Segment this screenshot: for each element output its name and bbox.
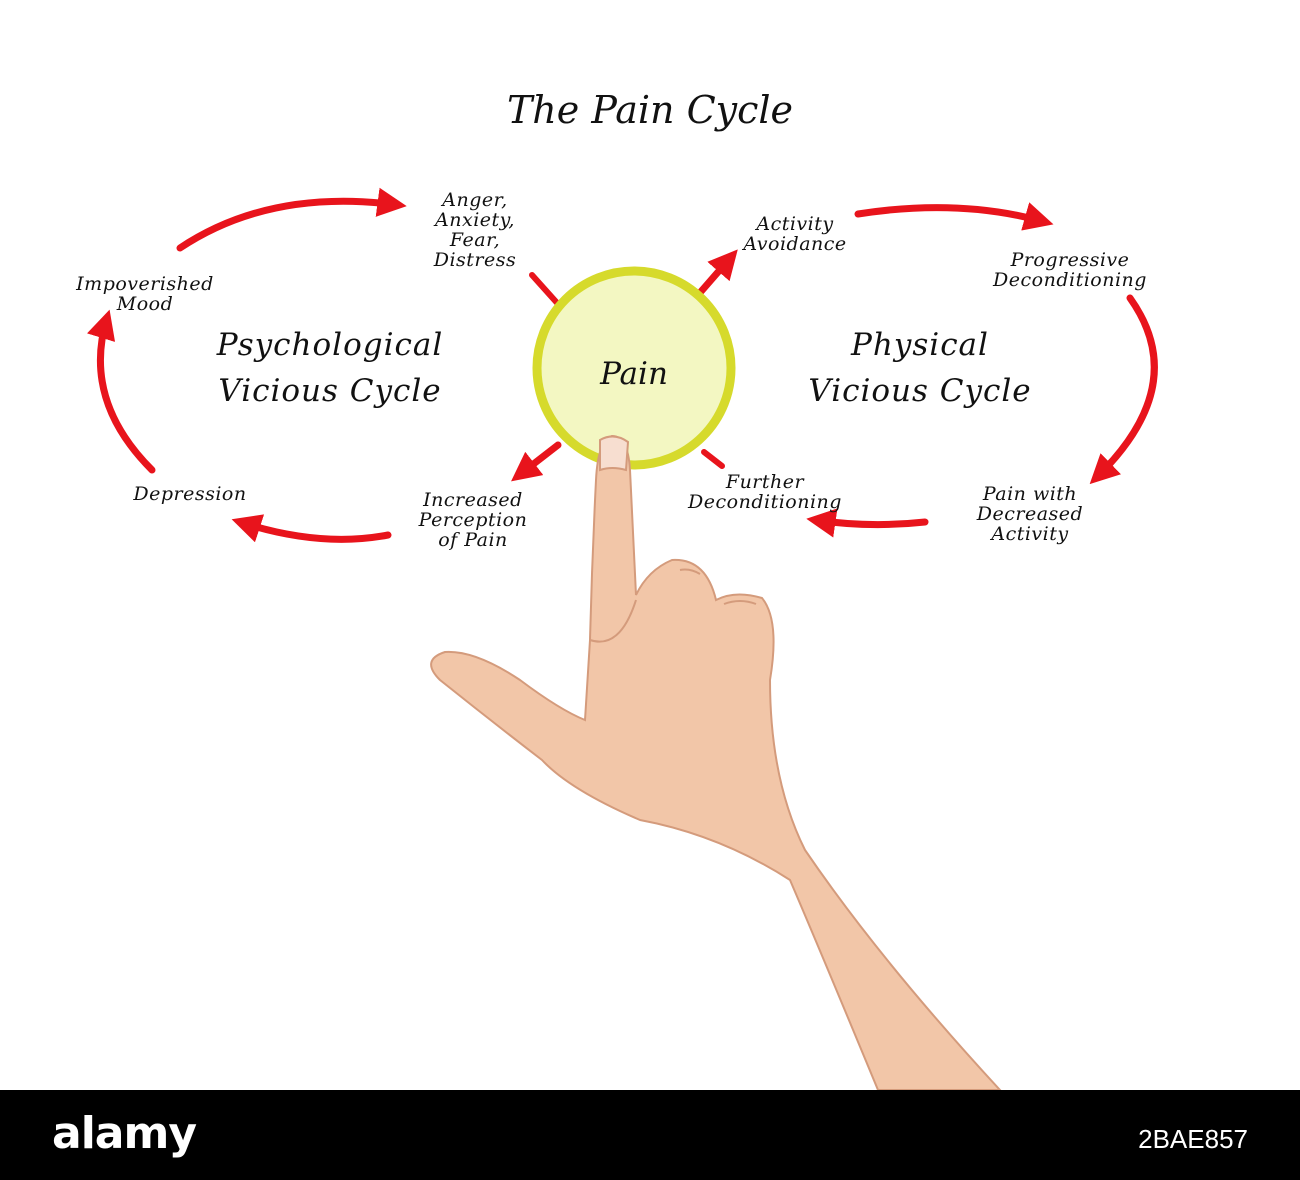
node-avoidance-line1: Activity: [756, 213, 834, 235]
node-anger-anxiety: Anger, Anxiety, Fear, Distress: [400, 190, 550, 270]
psychological-cycle-line1: Psychological: [216, 327, 444, 363]
node-further-line2: Deconditioning: [688, 491, 842, 513]
psychological-cycle-label: Psychological Vicious Cycle: [150, 322, 510, 414]
node-depression: Depression: [80, 484, 300, 504]
psychological-cycle-line2: Vicious Cycle: [218, 373, 442, 409]
arrow-pain-to-perception: [511, 441, 562, 482]
node-increased-perception: Increased Perception of Pain: [368, 490, 578, 550]
arrow-perception-to-depression: [231, 514, 392, 543]
watermark-bar: [0, 1090, 1300, 1180]
node-pain-decreased-activity: Pain with Decreased Activity: [940, 484, 1120, 544]
diagram-graphics: [86, 187, 1158, 1090]
connector-pain-to-further: [701, 449, 725, 469]
pain-circle: [532, 266, 736, 470]
node-anger-line1: Anger,: [442, 189, 508, 211]
node-anger-line3: Fear,: [449, 229, 501, 251]
diagram-title: The Pain Cycle: [506, 88, 794, 132]
pain-center-label: Pain: [600, 356, 668, 392]
connector-anger-to-pain: [529, 272, 561, 307]
node-impoverished-line1: Impoverished: [76, 273, 214, 295]
node-perception-line1: Increased: [423, 489, 523, 511]
arrow-depression-to-mood: [86, 309, 156, 474]
brand-logo: alamy: [52, 1108, 197, 1159]
physical-cycle-label: Physical Vicious Cycle: [740, 322, 1100, 414]
node-pain-decreased-line3: Activity: [991, 523, 1069, 545]
arrow-avoidance-to-progressive: [854, 202, 1054, 231]
node-further-deconditioning: Further Deconditioning: [630, 472, 900, 512]
node-perception-line2: Perception: [418, 509, 528, 531]
node-impoverished-line2: Mood: [116, 293, 174, 315]
image-reference-code: 2BAE857: [1138, 1124, 1248, 1154]
node-further-line1: Further: [725, 471, 805, 493]
node-depression-line1: Depression: [133, 483, 247, 505]
node-progressive-deconditioning: Progressive Deconditioning: [930, 250, 1210, 290]
node-pain-decreased-line2: Decreased: [976, 503, 1084, 525]
node-pain-decreased-line1: Pain with: [982, 483, 1078, 505]
physical-cycle-line2: Vicious Cycle: [808, 373, 1032, 409]
node-perception-line3: of Pain: [438, 529, 508, 551]
node-impoverished-mood: Impoverished Mood: [30, 274, 260, 314]
node-avoidance-line2: Avoidance: [743, 233, 847, 255]
arrow-pain-decreased-to-further: [806, 508, 929, 538]
arrow-pain-to-avoidance: [694, 249, 738, 299]
node-anger-line2: Anxiety,: [435, 209, 515, 231]
node-anger-line4: Distress: [433, 249, 517, 271]
pointing-hand-icon: [430, 434, 1002, 1090]
arrow-progressive-to-pain-decreased: [1089, 294, 1158, 485]
node-progressive-line1: Progressive: [1010, 249, 1130, 271]
physical-cycle-line1: Physical: [851, 327, 989, 363]
node-activity-avoidance: Activity Avoidance: [700, 214, 890, 254]
arrow-mood-to-anger: [176, 187, 407, 252]
node-progressive-line2: Deconditioning: [993, 269, 1147, 291]
diagram-canvas: The Pain Cycle Psychological Vicious Cyc…: [30, 88, 1210, 1090]
